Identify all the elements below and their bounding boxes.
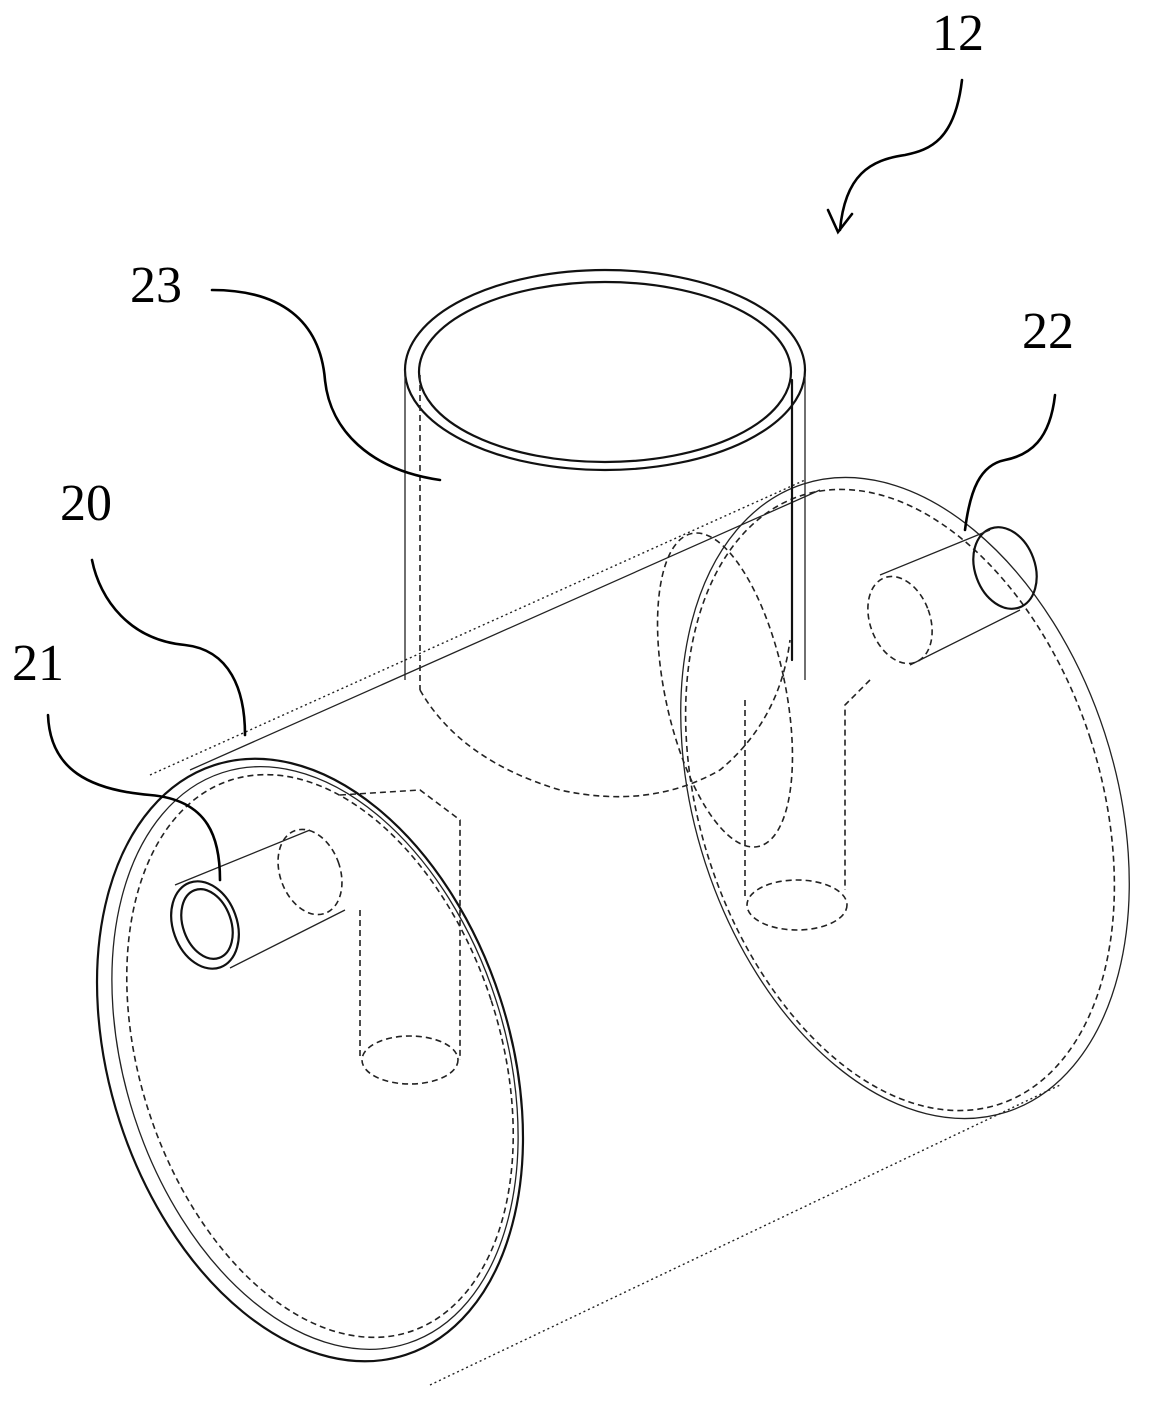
- inlet-opening-inner: [180, 888, 234, 960]
- outlet-riser-bottom: [746, 879, 848, 931]
- neck-tube: [403, 268, 807, 798]
- arrow-head-12: [826, 208, 854, 235]
- outlet-inner-ring: [867, 575, 933, 665]
- label-body: 20: [60, 475, 112, 532]
- label-neck: 23: [130, 257, 182, 314]
- inlet-inner-ring: [277, 828, 343, 916]
- outlet-opening: [972, 526, 1038, 610]
- label-assembly: 12: [932, 5, 984, 62]
- inlet-opening-outer: [170, 880, 240, 970]
- outlet-riser: [744, 679, 871, 900]
- front-end-inner: [125, 773, 515, 1339]
- top-silhouette: [149, 479, 806, 776]
- neck-bottom-curve: [419, 639, 791, 798]
- outlet-intersection: [656, 532, 794, 848]
- cylinder-body: [95, 476, 1130, 1386]
- leader-12: [838, 78, 964, 232]
- outlet-tube: [656, 526, 1038, 931]
- back-end-face: [684, 488, 1116, 1112]
- inlet-bottom-line: [229, 909, 346, 969]
- leader-20: [90, 558, 247, 737]
- label-inlet: 21: [12, 635, 64, 692]
- back-end-rim: [680, 476, 1130, 1120]
- leader-21: [46, 713, 222, 882]
- neck-top-outer: [403, 268, 807, 472]
- outlet-bottom-line: [909, 609, 1021, 666]
- reference-labels: 12 23 22 20 21: [12, 5, 1074, 692]
- label-outlet: 22: [1022, 303, 1074, 360]
- inlet-riser: [339, 789, 461, 1060]
- neck-top-inner: [417, 280, 793, 464]
- inlet-top-line: [174, 829, 311, 886]
- top-silhouette-2: [189, 489, 821, 771]
- outlet-top-line: [879, 529, 991, 576]
- leader-lines: [46, 78, 1057, 882]
- leader-22: [963, 393, 1057, 532]
- leader-23: [210, 288, 442, 482]
- bottom-silhouette: [429, 1084, 1061, 1386]
- front-end-rim: [111, 766, 519, 1350]
- inlet-riser-bottom: [361, 1035, 459, 1085]
- inlet-tube: [170, 789, 461, 1085]
- front-end-face: [95, 757, 525, 1363]
